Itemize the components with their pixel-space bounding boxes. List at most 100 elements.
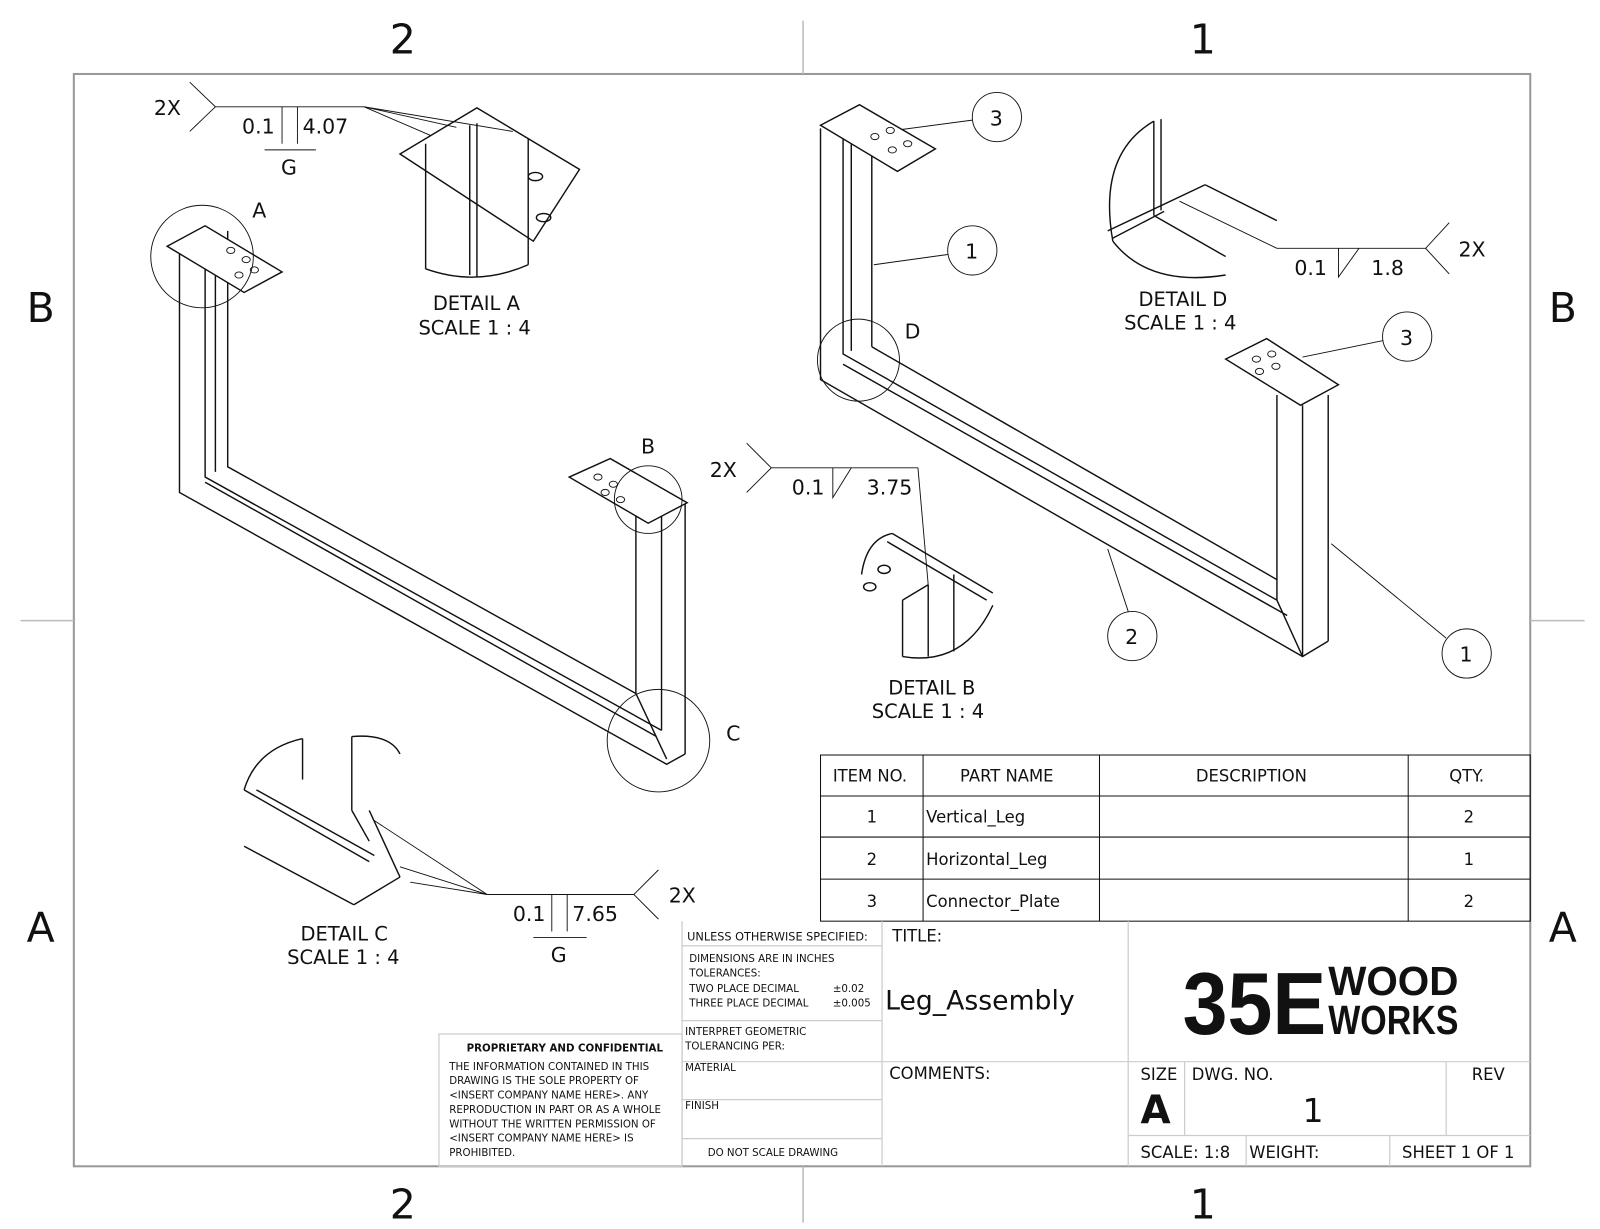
weld-c-size: 0.1 [513,902,546,926]
comments-label: COMMENTS: [889,1064,990,1083]
weld-symbol-b [746,442,929,585]
proprietary-line: <INSERT COMPANY NAME HERE>. ANY [449,1090,649,1102]
balloon-item-2: 2 [1125,625,1138,649]
weld-d-count: 2X [1458,238,1485,262]
weld-a-length: 4.07 [303,114,349,138]
rev-label: REV [1472,1065,1506,1084]
bom-row-2-item: 2 [867,850,877,869]
detail-d-view: 2X 0.1 1.8 DETAIL D SCALE 1 : 4 [1107,119,1486,334]
zone-ticks [20,20,1585,1223]
size-label: SIZE [1141,1065,1178,1084]
weld-b-length: 3.75 [867,476,913,500]
weld-b-size: 0.1 [792,476,825,500]
do-not-scale-note: DO NOT SCALE DRAWING [708,1147,838,1159]
detail-d-title: DETAIL D [1138,288,1227,311]
weld-b-count: 2X [710,458,737,482]
bom-header-description: DESCRIPTION [1196,767,1307,786]
detail-a-view: 2X 0.1 4.07 G DETAIL A SCALE 1 : 4 [154,81,581,339]
title-label: TITLE: [891,927,942,946]
balloon-item-1-top: 1 [965,240,978,264]
detail-c-view: 2X 0.1 7.65 G DETAIL C SCALE 1 : 4 [243,735,696,969]
three-place-tolerance: ±0.005 [833,997,871,1009]
weld-a-finish: G [281,155,297,179]
zone-right-a: A [1549,904,1577,952]
bom-header-item: ITEM NO. [833,767,907,786]
leg-assembly-view-left: A B C [150,199,740,793]
weld-a-size: 0.1 [242,114,275,138]
detail-c-scale: SCALE 1 : 4 [287,946,399,969]
svg-text:WOOD: WOOD [1328,958,1458,1004]
tolerances-label: TOLERANCES: [688,968,761,980]
weld-c-count: 2X [669,884,696,908]
detail-c-title: DETAIL C [301,923,388,946]
detail-b-title: DETAIL B [888,677,975,700]
dwg-no: 1 [1303,1092,1324,1130]
weld-c-length: 7.65 [572,902,618,926]
interpret-label-1: INTERPRET GEOMETRIC [685,1026,806,1038]
detail-callout-d: D [905,320,921,344]
proprietary-line: <INSERT COMPANY NAME HERE> IS [449,1133,633,1145]
leg-assembly-view-right: D [816,103,1340,658]
unless-specified-label: UNLESS OTHERWISE SPECIFIED: [687,931,868,944]
zone-bottom-1: 1 [1190,1181,1216,1229]
material-label: MATERIAL [685,1062,736,1074]
detail-callout-c: C [726,722,740,746]
zone-left-a: A [27,904,55,952]
svg-text:35E: 35E [1183,954,1327,1053]
proprietary-line: WITHOUT THE WRITTEN PERMISSION OF [449,1118,656,1130]
detail-callout-b: B [641,434,655,458]
two-place-tolerance: ±0.02 [833,983,864,995]
zone-bottom-2: 2 [390,1181,416,1229]
three-place-label: THREE PLACE DECIMAL [688,997,809,1009]
drawing-title: Leg_Assembly [885,985,1075,1016]
detail-a-title: DETAIL A [433,292,521,315]
zone-top-1: 1 [1190,15,1216,63]
dwg-no-label: DWG. NO. [1192,1065,1274,1084]
weld-symbol-c [374,820,659,939]
weld-symbol-d [1179,200,1450,279]
sheet-size: A [1141,1088,1171,1133]
detail-callout-a: A [252,199,266,223]
proprietary-notice: PROPRIETARY AND CONFIDENTIAL THE INFORMA… [448,1042,663,1159]
two-place-label: TWO PLACE DECIMAL [688,983,799,995]
bom-table: ITEM NO. PART NAME DESCRIPTION QTY. 1 Ve… [819,754,1531,922]
bom-row-2-qty: 1 [1464,850,1474,869]
balloon-item-3-top: 3 [990,106,1003,130]
bom-row-2-part: Horizontal_Leg [926,850,1047,870]
proprietary-line: REPRODUCTION IN PART OR AS A WHOLE [449,1104,661,1116]
zone-left-b: B [27,284,55,332]
proprietary-line: THE INFORMATION CONTAINED IN THIS [448,1061,649,1073]
weld-d-size: 0.1 [1294,256,1327,280]
bom-row-3-part: Connector_Plate [926,892,1060,912]
detail-a-scale: SCALE 1 : 4 [418,316,530,339]
balloons [873,91,1492,679]
proprietary-line: DRAWING IS THE SOLE PROPERTY OF [449,1075,639,1087]
weld-a-count: 2X [154,96,181,120]
sheet-number: SHEET 1 OF 1 [1402,1143,1514,1162]
finish-label: FINISH [685,1100,719,1112]
weld-d-length: 1.8 [1371,256,1404,280]
bom-row-1-part: Vertical_Leg [926,808,1025,828]
balloon-item-3-right: 3 [1400,326,1413,350]
bom-row-1-qty: 2 [1464,808,1474,827]
weight-label: WEIGHT: [1249,1143,1319,1162]
bom-row-3-item: 3 [867,892,877,911]
title-block: UNLESS OTHERWISE SPECIFIED: DIMENSIONS A… [438,921,1531,1167]
company-logo: 35E WOOD WORKS [1183,954,1459,1053]
bom-header-qty: QTY. [1449,767,1484,786]
interpret-label-2: TOLERANCING PER: [684,1040,785,1052]
scale-value: SCALE: 1:8 [1141,1143,1231,1162]
detail-b-view: 2X 0.1 3.75 DETAIL B SCALE 1 : 4 [710,442,994,723]
bom-header-part: PART NAME [960,767,1054,786]
proprietary-line: PROHIBITED. [449,1147,515,1159]
dimensions-note: DIMENSIONS ARE IN INCHES [689,953,834,965]
balloon-item-1-right: 1 [1459,643,1472,667]
weld-symbol-a [189,81,513,151]
zone-right-b: B [1549,284,1577,332]
bom-row-3-qty: 2 [1464,892,1474,911]
weld-c-finish: G [551,943,567,967]
bom-row-1-item: 1 [867,808,877,827]
proprietary-heading: PROPRIETARY AND CONFIDENTIAL [467,1042,664,1054]
detail-b-scale: SCALE 1 : 4 [872,700,984,723]
